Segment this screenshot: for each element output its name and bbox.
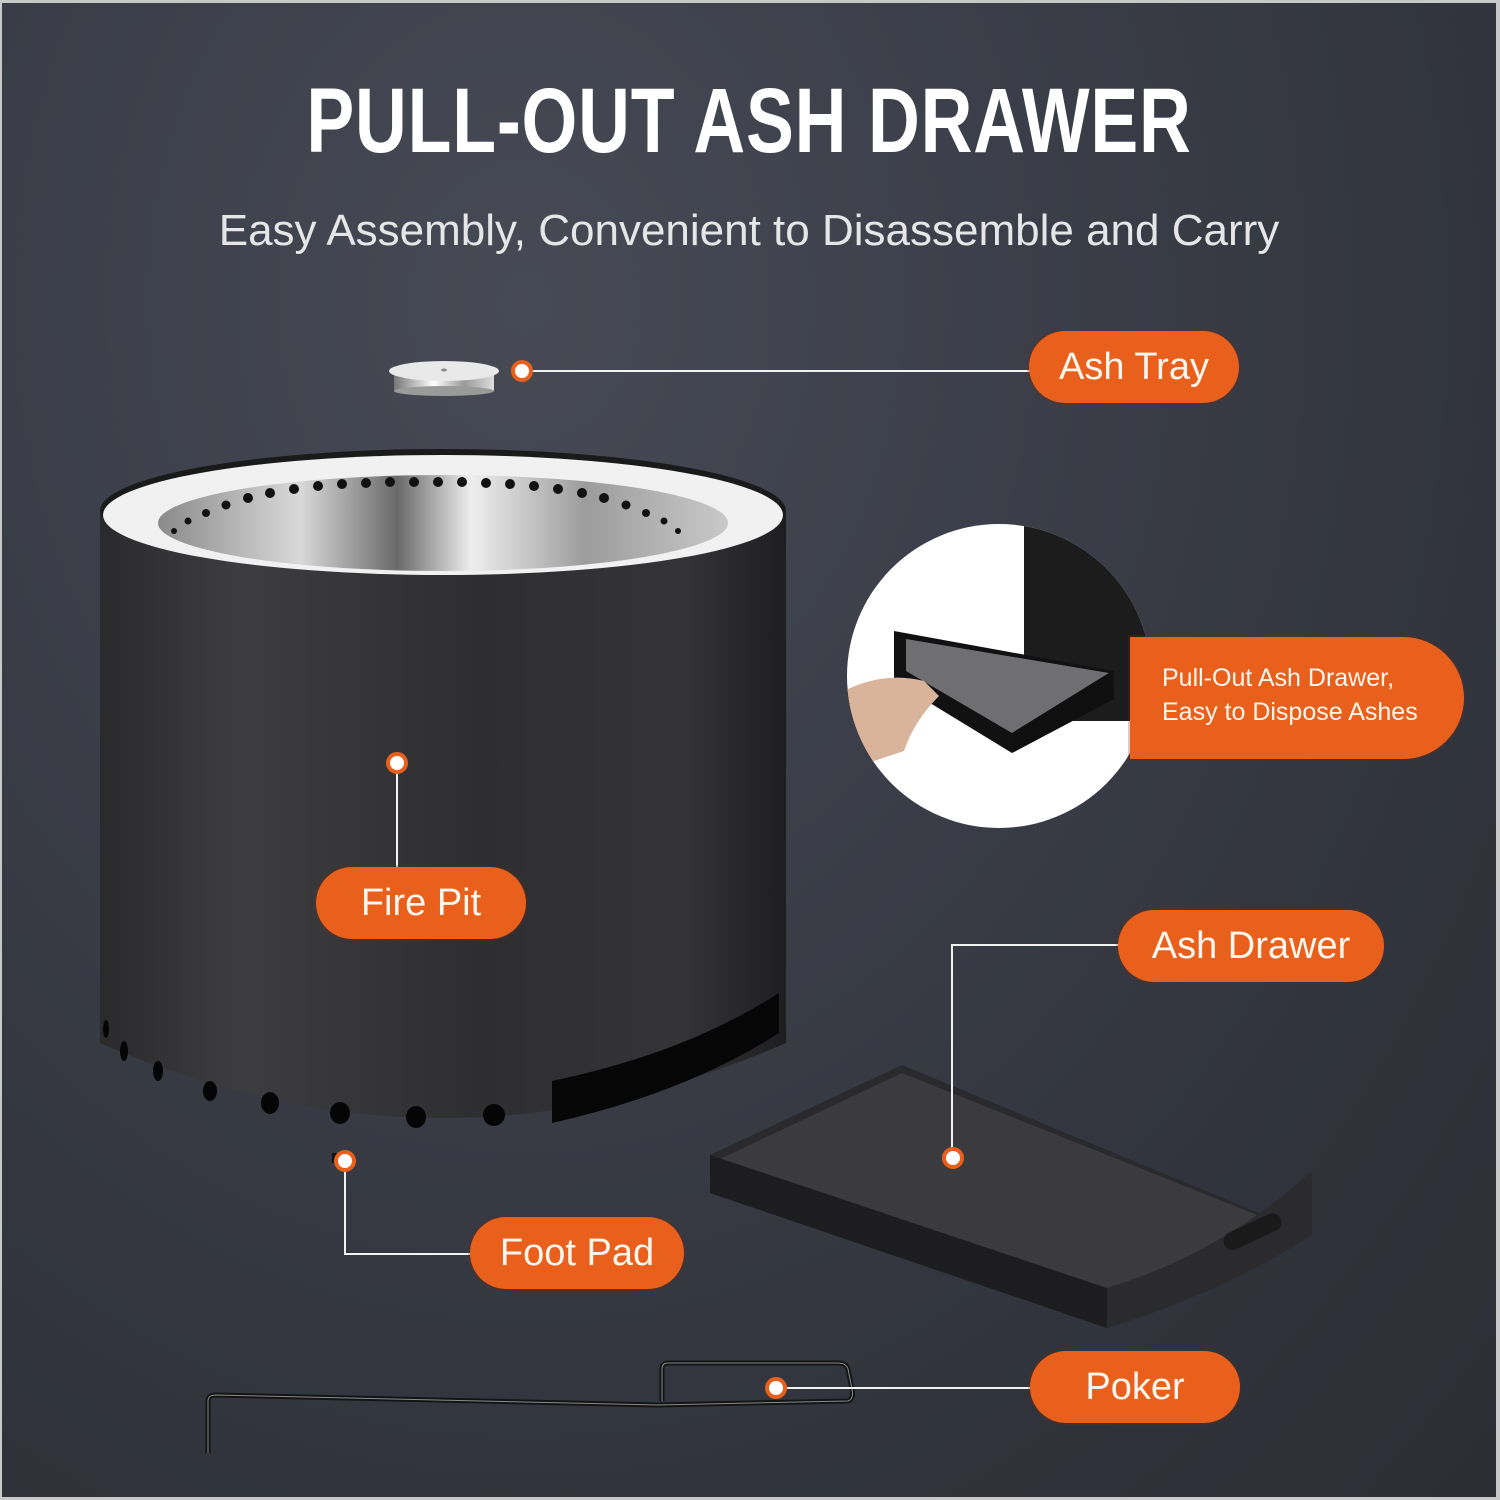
page-title: PULL-OUT ASH DRAWER <box>306 70 1192 172</box>
ash-tray-marker <box>511 360 533 382</box>
ash-tray-text: Ash Tray <box>1059 345 1209 388</box>
feature-line-2: Easy to Dispose Ashes <box>1162 698 1418 726</box>
poker-leader-line <box>776 1387 1032 1389</box>
fire-pit-leader-line <box>396 763 398 869</box>
ash-drawer-leader-line-h <box>951 944 1119 946</box>
ash-drawer-label: Ash Drawer <box>1118 910 1384 982</box>
foot-pad-marker <box>334 1150 356 1172</box>
poker-marker <box>765 1377 787 1399</box>
ash-tray-image <box>389 361 499 396</box>
feature-bubble: Pull-Out Ash Drawer, Easy to Dispose Ash… <box>1130 637 1464 759</box>
ash-tray-label: Ash Tray <box>1029 331 1239 403</box>
poker-text: Poker <box>1085 1365 1185 1408</box>
fire-pit-text: Fire Pit <box>360 881 482 924</box>
fire-pit-image <box>100 449 786 1163</box>
page-subtitle: Easy Assembly, Convenient to Disassemble… <box>218 206 1280 255</box>
ash-drawer-image <box>710 1065 1312 1328</box>
poker-label: Poker <box>1030 1351 1240 1423</box>
ash-drawer-text: Ash Drawer <box>1151 924 1351 967</box>
feature-line-1: Pull-Out Ash Drawer, <box>1162 664 1395 692</box>
product-infographic: PULL-OUT ASH DRAWER Easy Assembly, Conve… <box>2 3 1496 1497</box>
foot-pad-leader-line-h <box>344 1253 474 1255</box>
fire-pit-label: Fire Pit <box>316 867 526 939</box>
ash-tray-leader-line <box>522 370 1030 372</box>
drawer-detail-image <box>847 524 1151 828</box>
ash-drawer-leader-line-v <box>951 944 953 1158</box>
foot-pad-leader-line-v <box>344 1161 346 1253</box>
foot-pad-text: Foot Pad <box>499 1231 655 1274</box>
ash-drawer-marker <box>942 1147 964 1169</box>
poker-image <box>205 1360 855 1453</box>
fire-pit-marker <box>386 752 408 774</box>
foot-pad-label: Foot Pad <box>470 1217 684 1289</box>
